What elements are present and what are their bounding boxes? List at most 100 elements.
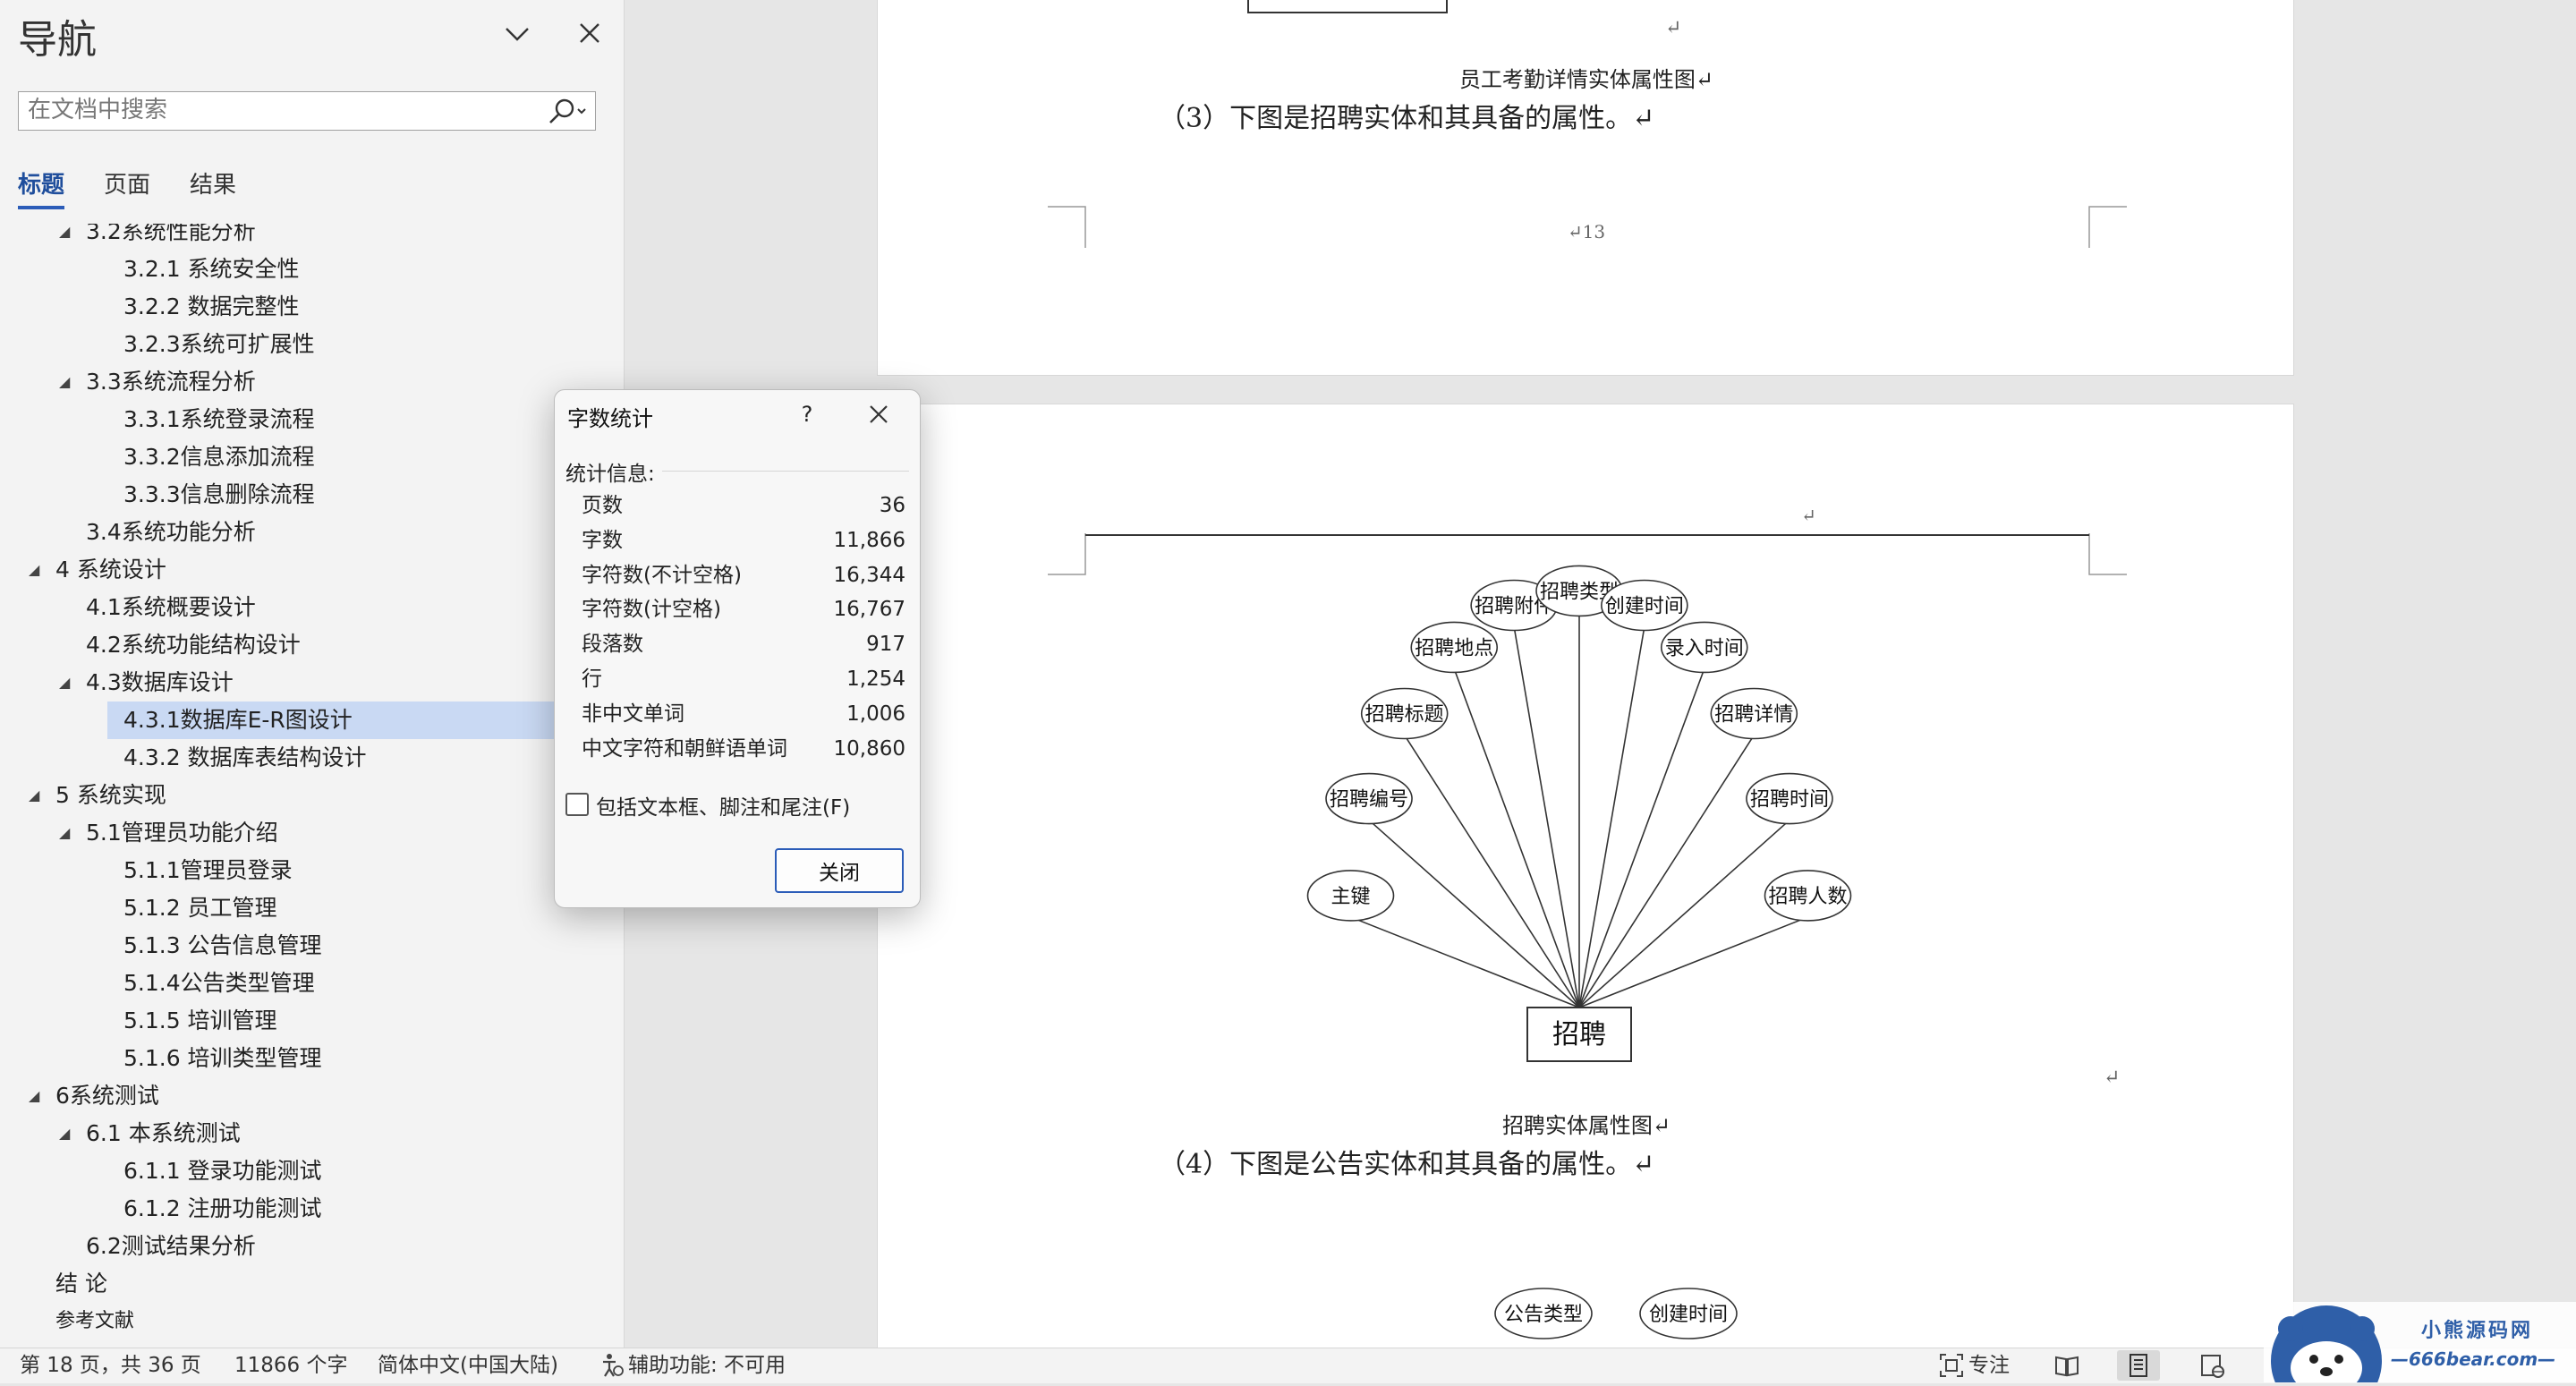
er-attribute-ellipse — [1325, 772, 1413, 825]
nav-heading-item[interactable]: 参考文献 — [0, 1303, 624, 1340]
search-icon[interactable] — [541, 94, 593, 128]
stat-label: 行 — [582, 667, 602, 691]
collapse-toggle-icon[interactable]: ◢ — [59, 1125, 71, 1142]
help-button[interactable]: ? — [801, 402, 813, 427]
page-number: ↵13 — [1567, 221, 1606, 242]
er-connector — [1578, 735, 1755, 1008]
collapse-toggle-icon[interactable]: ◢ — [59, 824, 71, 841]
er-attribute-ellipse — [1601, 579, 1688, 632]
nav-heading-item[interactable]: 结 论 — [0, 1265, 624, 1303]
dialog-title: 字数统计 — [567, 406, 653, 431]
nav-heading-item[interactable]: 5.1.6 培训类型管理 — [0, 1040, 624, 1077]
er-attribute-label: 招聘标题 — [1365, 704, 1444, 727]
nav-heading-item[interactable]: 3.2.1 系统安全性 — [0, 251, 624, 288]
nav-heading-item[interactable]: 4.3.2 数据库表结构设计 — [0, 739, 624, 777]
word-count[interactable]: 11866 个字 — [234, 1354, 348, 1377]
nav-heading-item[interactable]: 3.2.2 数据完整性 — [0, 288, 624, 326]
nav-heading-item[interactable]: 5.1.1管理员登录 — [0, 852, 624, 889]
collapse-toggle-icon[interactable]: ◢ — [59, 224, 71, 240]
page-info[interactable]: 第 18 页，共 36 页 — [20, 1354, 201, 1377]
er-attribute-ellipse — [1746, 772, 1833, 825]
close-button[interactable]: 关闭 — [775, 848, 904, 893]
stat-value: 1,006 — [846, 702, 905, 726]
nav-heading-item[interactable]: ◢5 系统实现 — [0, 777, 624, 814]
search-input[interactable] — [19, 92, 538, 128]
nav-heading-label: 结 论 — [55, 1271, 107, 1297]
chevron-down-icon[interactable] — [501, 18, 533, 50]
nav-heading-label: 3.3系统流程分析 — [86, 369, 256, 395]
focus-icon[interactable] — [1938, 1352, 1965, 1386]
nav-title: 导航 — [18, 17, 97, 63]
nav-heading-item[interactable]: ◢6.1 本系统测试 — [0, 1115, 624, 1152]
stat-label: 字符数(不计空格) — [582, 563, 742, 587]
stat-label: 页数 — [582, 494, 623, 517]
accessibility-status[interactable]: 辅助功能: 不可用 — [628, 1354, 786, 1377]
er-attribute-label: 招聘编号 — [1330, 789, 1408, 812]
er-attribute-ellipse — [1639, 1288, 1738, 1339]
nav-heading-item[interactable]: ◢ 3.3系统流程分析 — [0, 363, 624, 401]
accessibility-icon[interactable] — [598, 1352, 625, 1386]
collapse-toggle-icon[interactable]: ◢ — [59, 674, 71, 691]
nav-heading-item[interactable]: 6.1.2 注册功能测试 — [0, 1190, 624, 1228]
nav-heading-label: 4.2系统功能结构设计 — [86, 632, 301, 658]
nav-heading-label: 6.1.2 注册功能测试 — [123, 1195, 322, 1221]
nav-heading-label: 参考文献 — [55, 1310, 135, 1332]
er-attribute-label: 主键 — [1331, 886, 1371, 908]
tab-headings[interactable]: 标题 — [18, 166, 65, 209]
language[interactable]: 简体中文(中国大陆) — [378, 1354, 558, 1377]
watermark: 小熊源码网 —666bear.com— — [2264, 1302, 2576, 1386]
er-connector — [1578, 819, 1790, 1008]
nav-heading-item[interactable]: 5.1.2 员工管理 — [0, 889, 624, 927]
nav-heading-item[interactable]: 3.3.2信息添加流程 — [0, 438, 624, 476]
collapse-toggle-icon[interactable]: ◢ — [59, 373, 71, 390]
web-layout-icon[interactable] — [2190, 1350, 2233, 1381]
nav-heading-item[interactable]: 5.1.4公告类型管理 — [0, 965, 624, 1002]
er-connector — [1513, 626, 1580, 1008]
nav-heading-item[interactable]: 5.1.3 公告信息管理 — [0, 927, 624, 965]
close-icon[interactable] — [573, 16, 607, 50]
nav-heading-item[interactable]: 4.1系统概要设计 — [0, 589, 624, 626]
document-area[interactable]: ↵ 员工考勤详情实体属性图↵ （3）下图是招聘实体和其具备的属性。↵ ↵13 主… — [625, 0, 2576, 1348]
collapse-toggle-icon[interactable]: ◢ — [29, 787, 40, 804]
read-mode-icon[interactable] — [2045, 1350, 2088, 1381]
nav-heading-item[interactable]: 3.2.3系统可扩展性 — [0, 326, 624, 363]
stat-label: 段落数 — [582, 633, 643, 657]
er-attribute-ellipse — [1410, 621, 1499, 674]
nav-heading-item[interactable]: ◢4.3数据库设计 — [0, 664, 624, 702]
nav-heading-item[interactable]: ◢5.1管理员功能介绍 — [0, 814, 624, 852]
navigation-pane: 导航 标题 页面 结果 ◢3.2系统性能分析 3.2.1 系统安全性 3.2.2 数… — [0, 0, 625, 1348]
nav-heading-item[interactable]: 5.1.5 培训管理 — [0, 1002, 624, 1040]
nav-heading-label: 3.2.2 数据完整性 — [123, 293, 300, 319]
er-connector — [1350, 916, 1580, 1008]
nav-heading-label: 5.1.4公告类型管理 — [123, 970, 315, 996]
nav-heading-item[interactable]: 6.1.1 登录功能测试 — [0, 1152, 624, 1190]
nav-heading-item[interactable]: ◢3.2系统性能分析 — [0, 224, 624, 251]
er-attribute-label: 创建时间 — [1649, 1304, 1728, 1326]
page-margin-marks — [1048, 206, 2127, 248]
nav-heading-item[interactable]: ◢4 系统设计 — [0, 551, 624, 589]
nav-heading-item[interactable]: 4.3.1数据库E-R图设计 — [107, 702, 624, 739]
nav-heading-label: 3.2.1 系统安全性 — [123, 256, 300, 282]
nav-heading-label: 3.3.1系统登录流程 — [123, 406, 315, 432]
nav-heading-item[interactable]: 6.2测试结果分析 — [0, 1228, 624, 1265]
nav-heading-item[interactable]: 3.3.1系统登录流程 — [0, 401, 624, 438]
print-layout-icon[interactable] — [2117, 1350, 2160, 1381]
stat-label: 字符数(计空格) — [582, 598, 721, 622]
include-textboxes-checkbox[interactable] — [565, 793, 589, 816]
close-icon[interactable] — [859, 397, 898, 433]
nav-heading-item[interactable]: ◢6系统测试 — [0, 1077, 624, 1115]
focus-label[interactable]: 专注 — [1968, 1354, 2010, 1377]
nav-heading-item[interactable]: 3.3.3信息删除流程 — [0, 476, 624, 514]
stat-value: 16,767 — [833, 598, 905, 622]
nav-heading-item[interactable]: 4.2系统功能结构设计 — [0, 626, 624, 664]
stat-label: 中文字符和朝鲜语单词 — [582, 736, 787, 761]
collapse-toggle-icon[interactable]: ◢ — [29, 561, 40, 578]
stat-value: 11,866 — [833, 528, 905, 552]
stat-value: 1,254 — [846, 667, 905, 691]
paragraph: （3）下图是招聘实体和其具备的属性。↵ — [1159, 103, 1655, 134]
nav-heading-item[interactable]: 3.4系统功能分析 — [0, 514, 624, 551]
collapse-toggle-icon[interactable]: ◢ — [29, 1087, 40, 1104]
tab-results[interactable]: 结果 — [190, 172, 237, 199]
tab-pages[interactable]: 页面 — [104, 172, 151, 199]
